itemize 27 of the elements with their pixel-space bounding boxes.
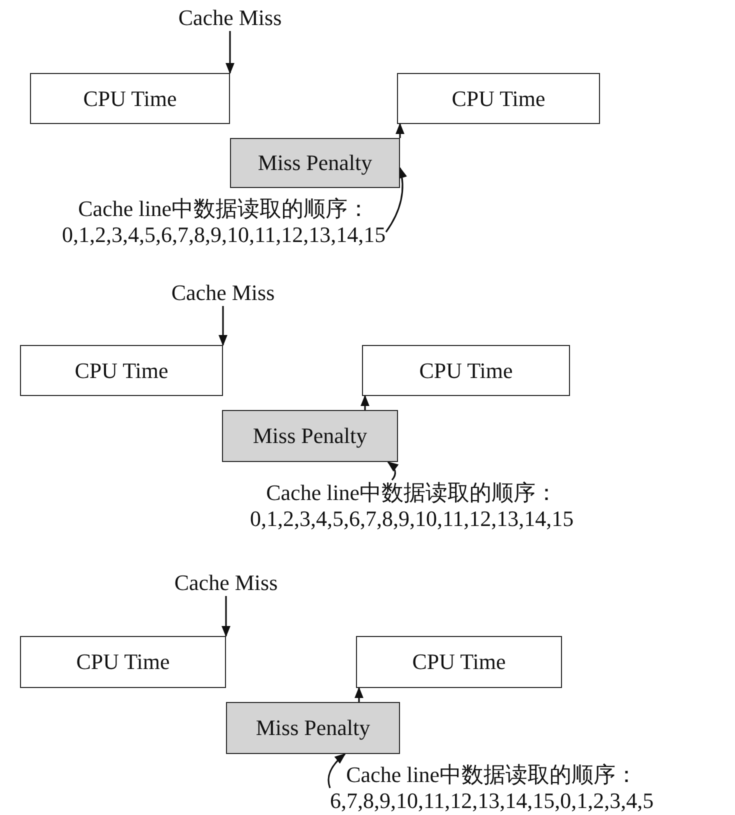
sequence-text: 6,7,8,9,10,11,12,13,14,15,0,1,2,3,4,5 xyxy=(330,788,654,814)
cpu-time-bar: CPU Time xyxy=(362,345,570,396)
arrow xyxy=(360,394,370,410)
leader-arrow xyxy=(387,461,399,480)
arrow xyxy=(226,31,234,74)
event-label: Cache Miss xyxy=(170,5,290,31)
arrow xyxy=(218,306,228,346)
miss-penalty-bar: Miss Penalty xyxy=(230,138,400,188)
leader-arrow xyxy=(328,753,346,788)
event-label: Cache Miss xyxy=(163,280,283,306)
arrow xyxy=(354,686,364,702)
cpu-time-bar: CPU Time xyxy=(30,73,230,124)
sequence-text: 0,1,2,3,4,5,6,7,8,9,10,11,12,13,14,15 xyxy=(250,506,574,532)
caption-text: Cache line中数据读取的顺序： xyxy=(346,762,638,788)
arrow xyxy=(222,596,230,638)
caption-text: Cache line中数据读取的顺序： xyxy=(266,480,558,506)
sequence-text: 0,1,2,3,4,5,6,7,8,9,10,11,12,13,14,15 xyxy=(62,222,386,248)
cpu-time-bar: CPU Time xyxy=(20,636,226,688)
event-label: Cache Miss xyxy=(166,570,286,596)
arrow xyxy=(396,122,404,138)
cpu-time-bar: CPU Time xyxy=(356,636,562,688)
caption-text: Cache line中数据读取的顺序： xyxy=(78,196,370,222)
cpu-time-bar: CPU Time xyxy=(20,345,223,396)
miss-penalty-bar: Miss Penalty xyxy=(222,410,398,462)
miss-penalty-bar: Miss Penalty xyxy=(226,702,400,754)
leader-arrow xyxy=(385,166,407,232)
cpu-time-bar: CPU Time xyxy=(397,73,600,124)
